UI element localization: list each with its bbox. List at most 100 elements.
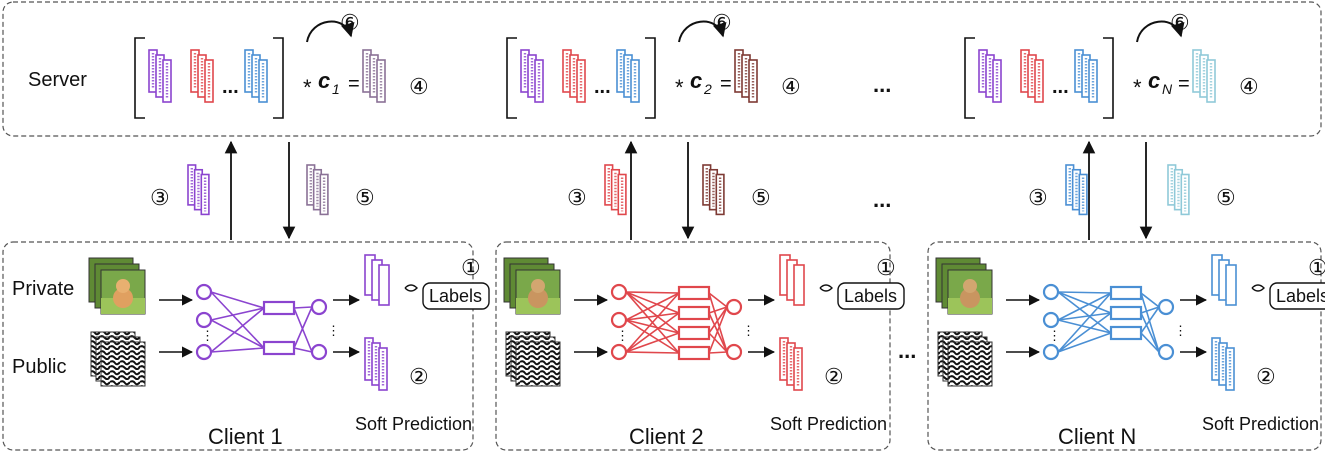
client2-model-icon: [190, 49, 214, 103]
soft-prediction-label: Soft Prediction: [770, 414, 887, 434]
labels-text: Labels: [1276, 286, 1325, 306]
neural-network: ⋮⋮: [1042, 283, 1187, 361]
neural-network: ⋮⋮: [195, 283, 340, 361]
compare-arrow-icon: [1251, 284, 1265, 292]
server-box: [2, 1, 1322, 137]
labels-box: [1269, 282, 1325, 310]
step-2-label: ②: [1256, 364, 1276, 389]
step-2-label: ②: [824, 364, 844, 389]
labels-box: [422, 282, 490, 310]
client-name: Client N: [1058, 424, 1136, 449]
step-4-label: ④: [781, 74, 801, 99]
input-node: [1042, 343, 1060, 361]
aggregated-model-icon: [734, 49, 758, 103]
client-name: Client 1: [208, 424, 283, 449]
coefficient: c: [1148, 68, 1160, 93]
predicted-labels-icon: [364, 254, 390, 306]
models-dots: ...: [222, 76, 239, 98]
clientN-model-icon: [616, 49, 640, 103]
coefficient: c: [318, 68, 330, 93]
client2-model-icon: [562, 49, 586, 103]
vdots: ⋮: [327, 323, 340, 338]
star-operator: *: [303, 75, 312, 100]
downloaded-model-icon: [1167, 164, 1190, 216]
hidden-unit: [262, 300, 296, 316]
input-node: [1042, 283, 1060, 301]
step-5-label: ⑤: [355, 185, 375, 210]
step-4-label: ④: [409, 74, 429, 99]
coefficient-subscript: N: [1162, 81, 1173, 97]
step-3-label: ③: [150, 185, 170, 210]
vdots: ⋮: [1048, 328, 1061, 343]
hidden-unit: [262, 340, 296, 356]
hidden-unit: [1109, 305, 1143, 321]
right-bracket: [645, 37, 656, 119]
step-3-label: ③: [1028, 185, 1048, 210]
labels-text: Labels: [844, 286, 897, 306]
step-4-label: ④: [1239, 74, 1259, 99]
soft-prediction-label: Soft Prediction: [355, 414, 472, 434]
coefficient-subscript: 1: [332, 81, 340, 97]
output-node: [725, 298, 743, 316]
hidden-unit: [1109, 325, 1143, 341]
input-node: [610, 343, 628, 361]
models-dots: ...: [594, 76, 611, 98]
step-1-label: ①: [1308, 255, 1325, 280]
soft-prediction-icon: [779, 337, 803, 391]
output-node: [1157, 343, 1175, 361]
downloaded-model-icon: [702, 164, 725, 216]
output-node: [1157, 298, 1175, 316]
equals-sign: =: [1178, 73, 1190, 95]
labels-box: [837, 282, 905, 310]
input-node: [610, 283, 628, 301]
input-node: [610, 311, 628, 329]
client1-model-icon: [520, 49, 544, 103]
left-bracket: [506, 37, 517, 119]
left-bracket: [964, 37, 975, 119]
arrows-ellipsis: ...: [873, 187, 891, 212]
clientN-model-icon: [244, 49, 268, 103]
step-5-label: ⑤: [751, 185, 771, 210]
step-6-label: ⑥: [712, 10, 732, 35]
private-images: [935, 257, 993, 315]
private-label: Private: [12, 278, 74, 300]
public-label: Public: [12, 356, 66, 378]
models-dots: ...: [1052, 76, 1069, 98]
public-noise-images: [505, 331, 561, 387]
step-1-label: ①: [461, 255, 481, 280]
step-1-label: ①: [876, 255, 896, 280]
clients-ellipsis: ...: [898, 338, 916, 363]
predicted-labels-icon: [779, 254, 805, 306]
step-2-label: ②: [409, 364, 429, 389]
step-3-label: ③: [567, 185, 587, 210]
neural-network: ⋮⋮: [610, 283, 755, 361]
vdots: ⋮: [201, 328, 214, 343]
coefficient: c: [690, 68, 702, 93]
public-noise-images: [937, 331, 993, 387]
compare-arrow-icon: [819, 284, 833, 292]
private-images: [503, 257, 561, 315]
soft-prediction-icon: [1211, 337, 1235, 391]
client1-model-icon: [148, 49, 172, 103]
input-node: [195, 311, 213, 329]
redistribute-arrow-icon: [678, 20, 727, 43]
private-images: [88, 257, 146, 315]
server-label: Server: [28, 69, 87, 91]
redistribute-arrow-icon: [306, 20, 355, 43]
hidden-unit: [677, 325, 711, 341]
server-ellipsis: ...: [873, 72, 891, 97]
left-bracket: [134, 37, 145, 119]
public-noise-images: [90, 331, 146, 387]
downloaded-model-icon: [306, 164, 329, 216]
